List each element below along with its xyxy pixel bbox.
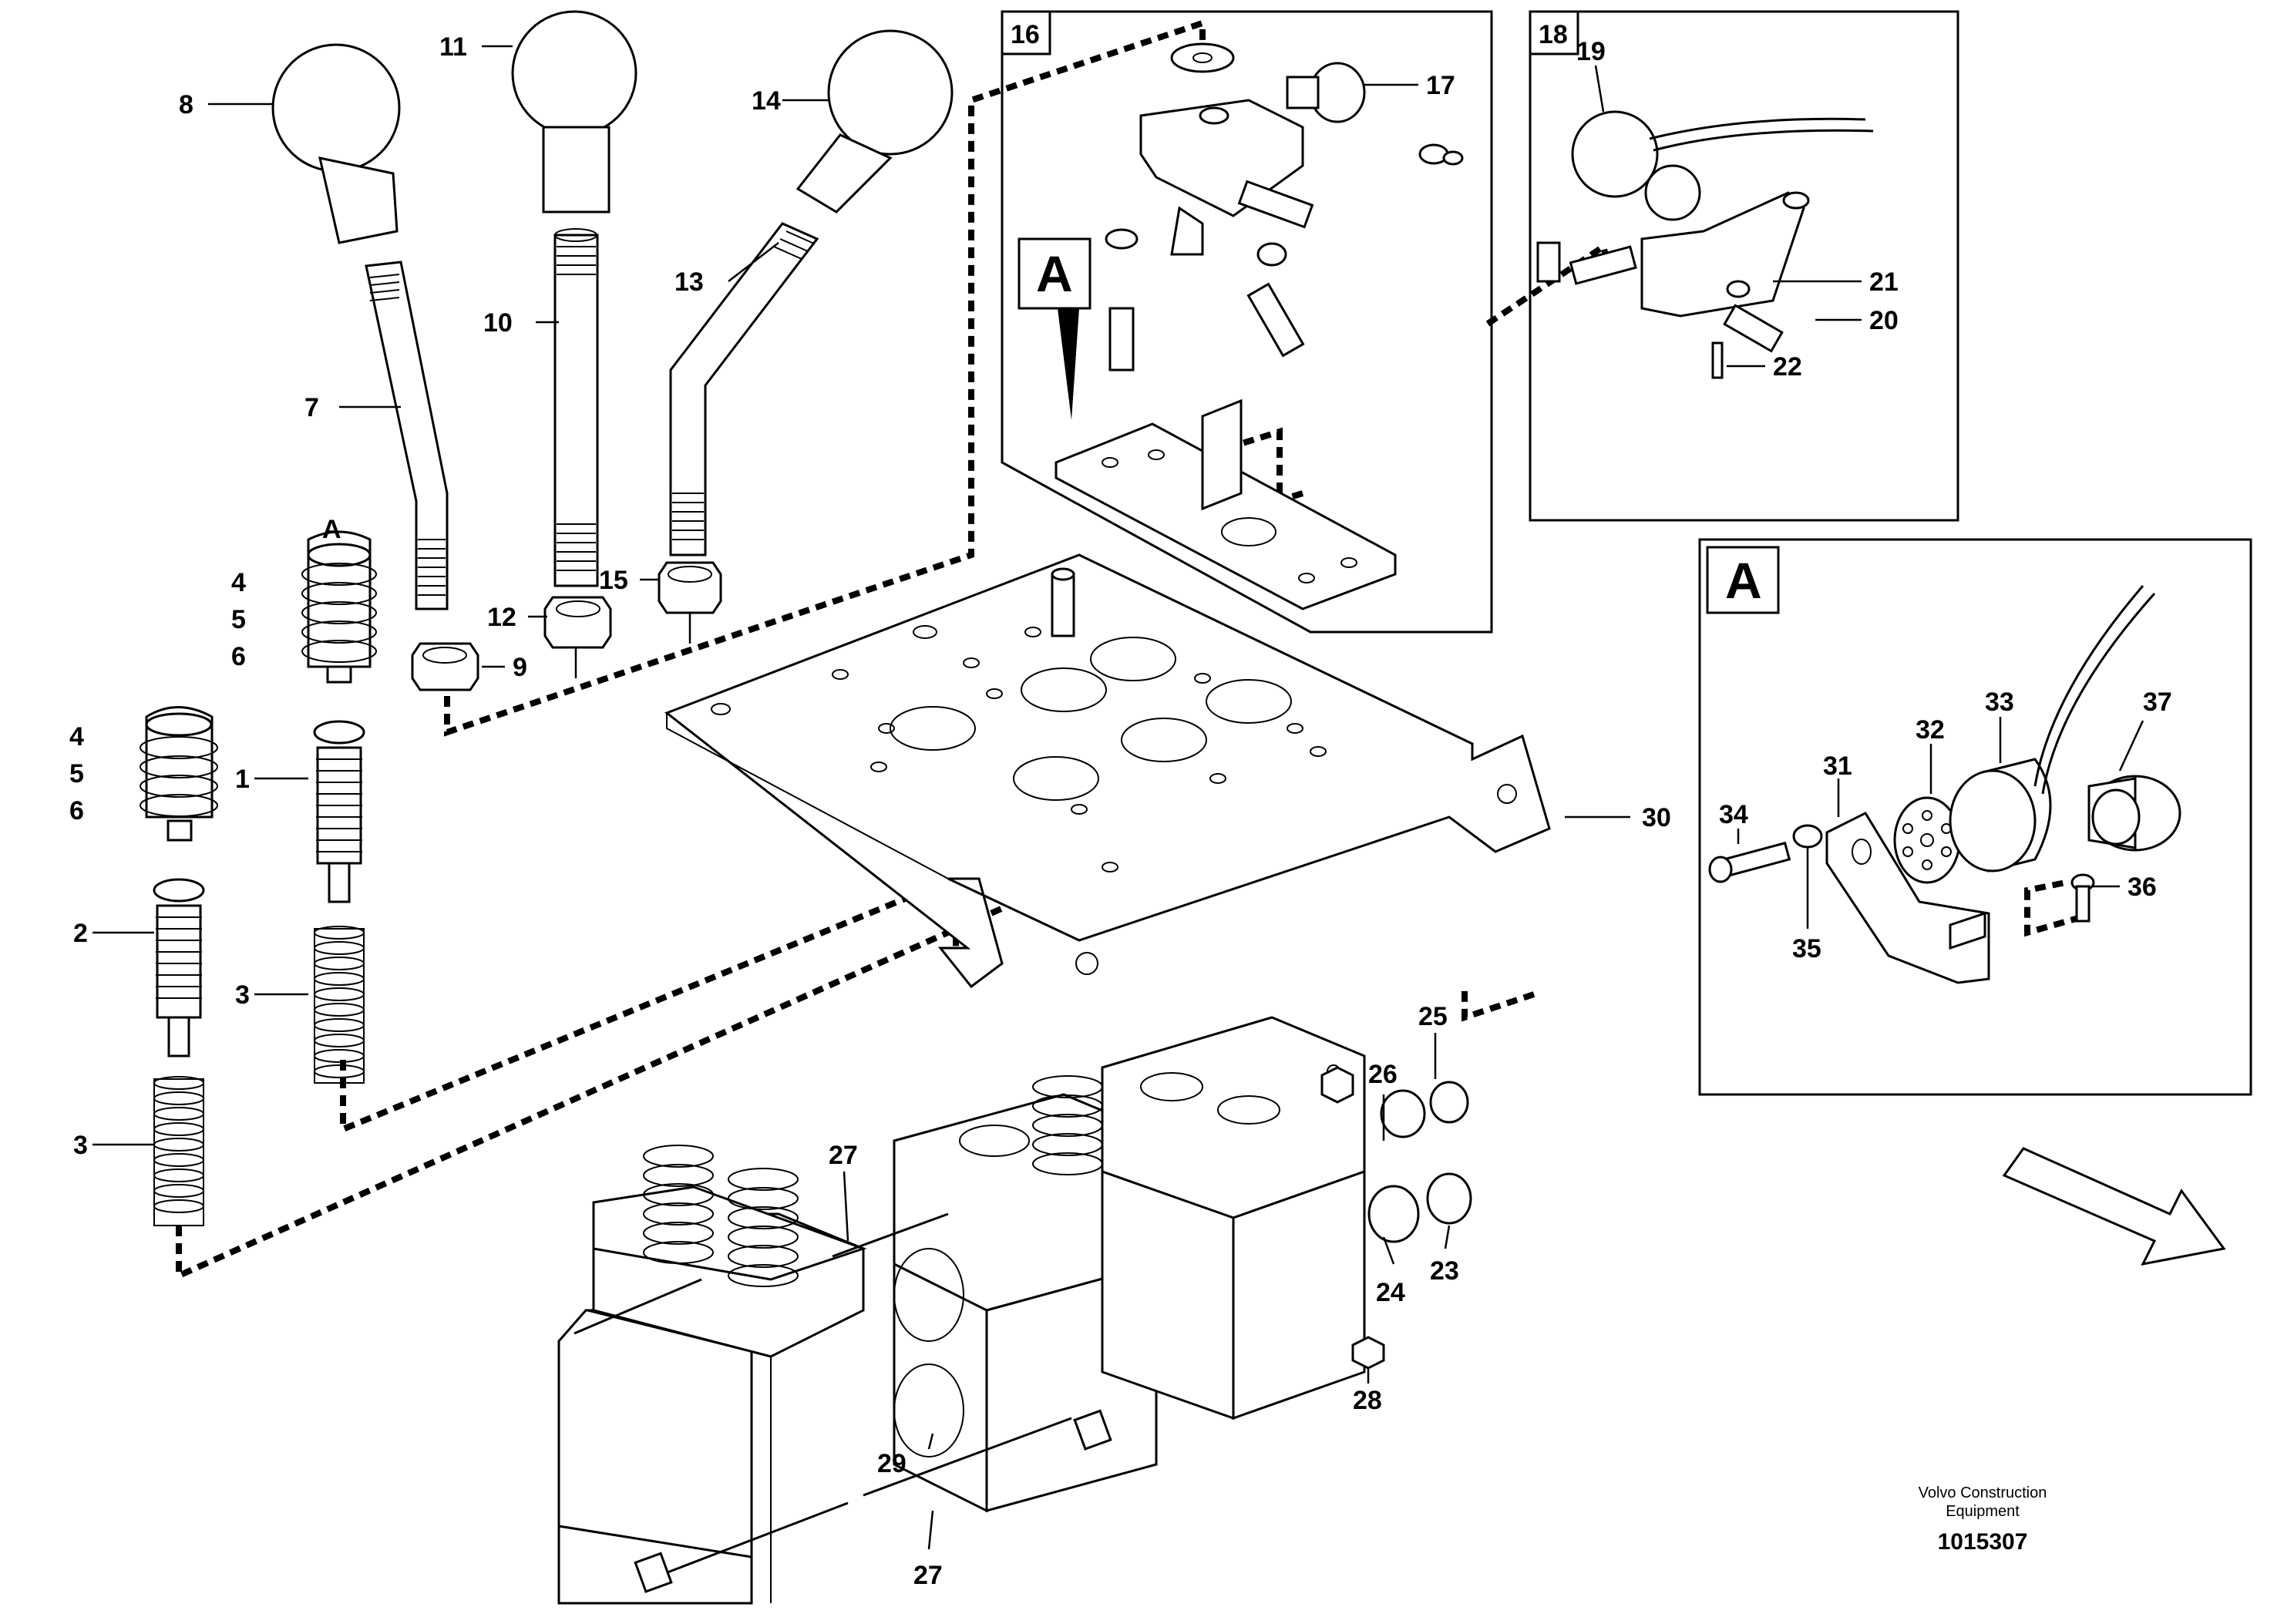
label-11: 11 xyxy=(439,32,467,62)
label-1: 1 xyxy=(235,765,250,794)
nut-12 xyxy=(543,596,612,649)
lever-knob-11 xyxy=(511,10,637,214)
label-3b: 3 xyxy=(73,1131,88,1160)
label-17: 17 xyxy=(1426,71,1455,100)
label-3a: 3 xyxy=(235,980,250,1010)
label-27b: 27 xyxy=(913,1561,943,1590)
footer-credit: Volvo Construction Equipment 1015307 xyxy=(1919,1484,2047,1555)
document-number: 1015307 xyxy=(1938,1529,2028,1555)
detail-letter-A-top: A xyxy=(322,515,341,544)
label-29: 29 xyxy=(877,1449,906,1478)
spring-assembly-A xyxy=(301,530,377,684)
label-23: 23 xyxy=(1430,1256,1459,1286)
sensor-19 xyxy=(1571,110,1874,221)
maker-line-1: Volvo Construction xyxy=(1919,1484,2047,1501)
label-37: 37 xyxy=(2143,688,2172,717)
label-22: 22 xyxy=(1773,352,1802,382)
label-28: 28 xyxy=(1353,1386,1382,1415)
label-5b: 5 xyxy=(69,759,84,788)
part-number-labels: 1 2 3 3 4 5 6 4 5 6 7 8 9 10 11 12 13 14… xyxy=(69,20,2172,1590)
label-31: 31 xyxy=(1823,751,1852,781)
detail-box-16 xyxy=(1001,10,1493,634)
label-30: 30 xyxy=(1642,803,1671,832)
knob-17 xyxy=(1286,62,1366,123)
tie-rods-27 xyxy=(574,1212,1112,1593)
plunger-2 xyxy=(153,878,205,1057)
lever-knob-8 xyxy=(271,43,401,244)
lever-rod-13 xyxy=(669,222,819,556)
spring-3-lower xyxy=(153,1076,204,1226)
label-5a: 5 xyxy=(231,605,246,634)
label-13: 13 xyxy=(674,267,704,297)
bracket-31 xyxy=(1825,812,1990,984)
lever-rod-7 xyxy=(365,261,449,610)
nut-9 xyxy=(411,642,479,691)
label-20: 20 xyxy=(1869,306,1899,335)
label-27a: 27 xyxy=(829,1141,858,1170)
label-6a: 6 xyxy=(231,642,246,671)
knob-37 xyxy=(2087,775,2181,852)
o-rings-29 xyxy=(893,1248,964,1458)
label-14: 14 xyxy=(752,86,781,116)
valve-body-front xyxy=(557,1185,867,1605)
label-15: 15 xyxy=(599,566,628,595)
lever-rod-10 xyxy=(553,228,599,587)
label-8: 8 xyxy=(179,90,193,119)
label-32: 32 xyxy=(1916,715,1945,745)
label-6b: 6 xyxy=(69,796,84,825)
nut-15 xyxy=(658,561,722,614)
cap-screw-plate xyxy=(1051,567,1075,637)
label-18: 18 xyxy=(1539,20,1568,49)
valve-body-rear xyxy=(1101,1016,1366,1421)
leader-lines xyxy=(92,45,2144,1550)
label-21: 21 xyxy=(1869,267,1899,297)
label-16: 16 xyxy=(1011,20,1040,49)
washer-35 xyxy=(1792,824,1823,849)
label-26: 26 xyxy=(1368,1060,1398,1089)
label-25: 25 xyxy=(1418,1002,1448,1031)
screw-34 xyxy=(1708,841,1791,883)
maker-line-2: Equipment xyxy=(1946,1503,2020,1520)
label-4b: 4 xyxy=(69,722,84,751)
direction-arrow xyxy=(2002,1147,2226,1266)
handle-bracket-16 xyxy=(1139,99,1304,256)
valve-springs xyxy=(643,1075,1103,1287)
label-36: 36 xyxy=(2128,873,2157,902)
sensor-33 xyxy=(1949,585,2156,873)
plugs-23-24-25-26 xyxy=(1320,1066,1472,1370)
label-24: 24 xyxy=(1376,1278,1405,1307)
label-12: 12 xyxy=(487,603,516,632)
label-19: 19 xyxy=(1576,37,1606,66)
spring-assembly-left xyxy=(140,706,218,842)
plunger-1 xyxy=(313,720,365,903)
label-2: 2 xyxy=(73,919,88,948)
detail-inset-A xyxy=(1698,538,2252,1096)
label-35: 35 xyxy=(1792,934,1821,963)
label-9: 9 xyxy=(513,653,527,682)
label-33: 33 xyxy=(1985,688,2014,717)
base-plate-16 xyxy=(1054,398,1397,610)
spring-3-upper xyxy=(314,926,365,1084)
screw-36 xyxy=(2070,873,2095,923)
detail-letter-A-inset: A xyxy=(1725,552,1762,609)
detail-box-18 xyxy=(1529,10,1959,522)
label-10: 10 xyxy=(483,308,513,338)
lever-knob-14 xyxy=(796,29,954,214)
label-4a: 4 xyxy=(231,568,246,597)
disc-32 xyxy=(1893,796,1961,884)
mounting-plate-30 xyxy=(664,553,1551,989)
label-34: 34 xyxy=(1719,800,1748,829)
detail-letter-A-box16: A xyxy=(1036,245,1073,302)
label-7: 7 xyxy=(304,393,319,422)
